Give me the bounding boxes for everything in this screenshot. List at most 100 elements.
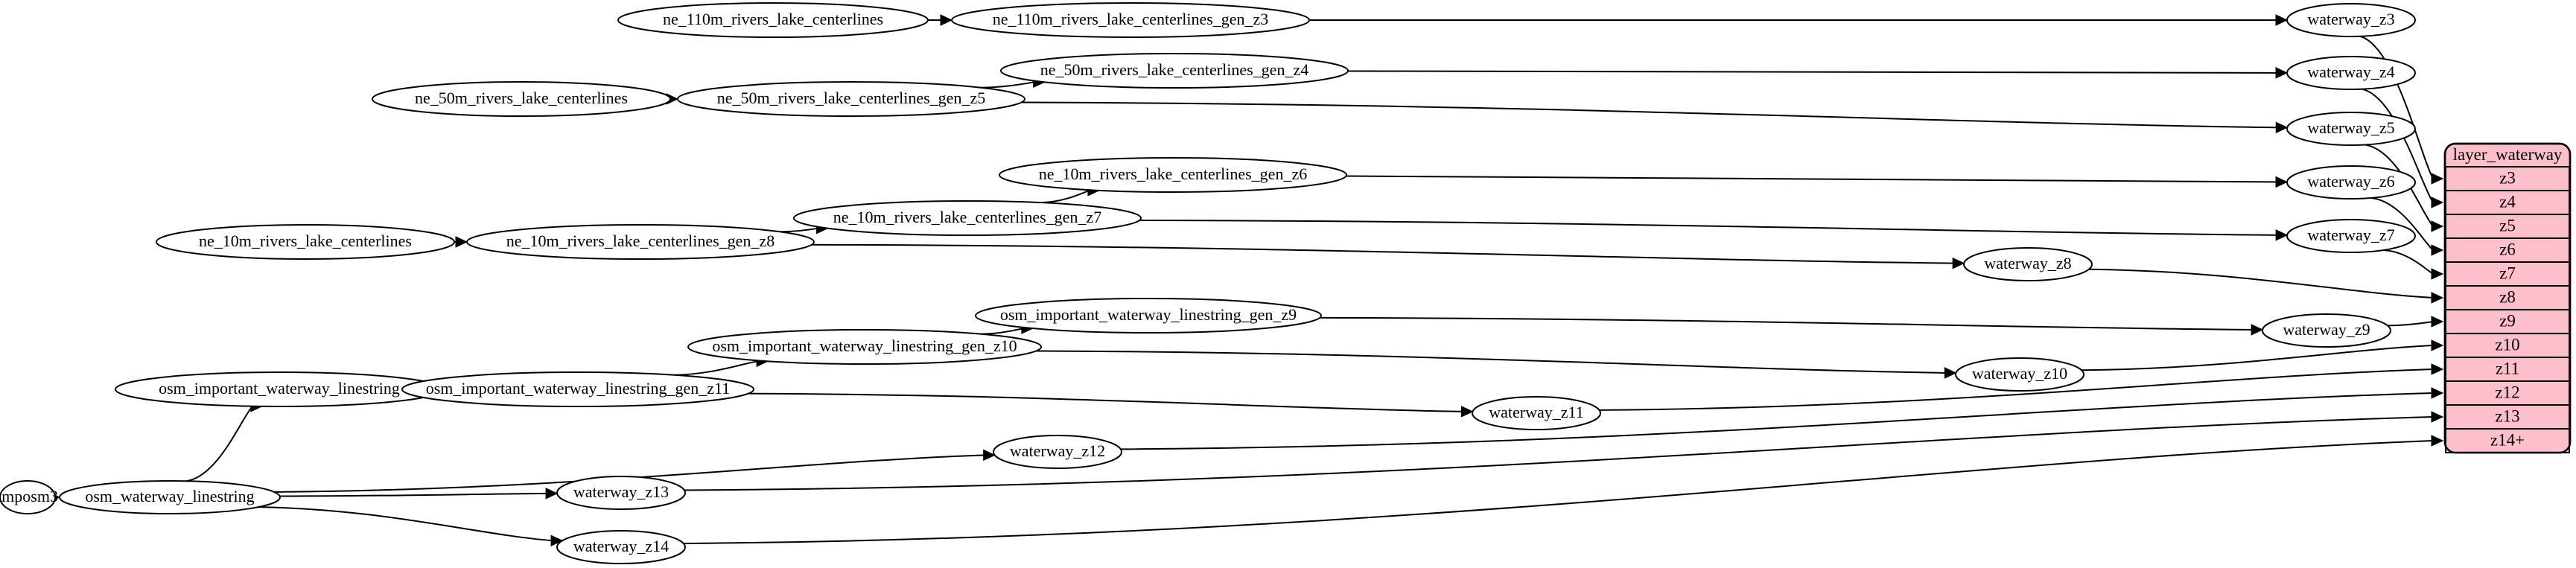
- edge-osm_waterway-to-ww_z14: [258, 506, 553, 542]
- edge-arrowhead: [1952, 257, 1965, 269]
- node-label-ww_z6: waterway_z6: [2307, 172, 2394, 191]
- layer-waterway-row-label: z13: [2495, 406, 2519, 425]
- node-ne10m_z7[interactable]: [793, 200, 1142, 236]
- edge-ne10m_z8-to-ww_z8: [811, 243, 1955, 264]
- edge-arrowhead: [2431, 268, 2444, 280]
- layer-waterway-row-z5[interactable]: [2445, 214, 2570, 239]
- edge-ne10m_z6-to-ww_z6: [1346, 175, 2278, 183]
- node-ww_z11[interactable]: [1472, 396, 1601, 430]
- edge-osm_imp_z10-to-ww_z10: [1036, 350, 1947, 374]
- node-label-ww_z11: waterway_z11: [1489, 403, 1583, 421]
- layer-waterway-row-label: z9: [2499, 311, 2516, 330]
- node-ww_z9[interactable]: [2262, 313, 2391, 348]
- edge-osm_imp_z10-to-osm_imp_z9: [981, 328, 1024, 335]
- node-label-ne50m_z4: ne_50m_rivers_lake_centerlines_gen_z4: [1040, 60, 1308, 79]
- node-label-ne110m_z3: ne_110m_rivers_lake_centerlines_gen_z3: [993, 10, 1269, 28]
- edges-layer: [48, 14, 2444, 547]
- edge-arrowhead: [2251, 324, 2264, 336]
- edge-ww_z6-to-table_z6: [2370, 197, 2434, 251]
- edge-arrowhead: [2431, 197, 2444, 208]
- edge-arrowhead: [545, 488, 559, 500]
- layer-waterway-row-label: z3: [2499, 168, 2516, 187]
- edge-ww_z14-to-table_z14: [683, 440, 2434, 545]
- layer-waterway-row-label: z12: [2495, 383, 2519, 401]
- node-ww_z3[interactable]: [2286, 3, 2416, 37]
- node-label-ww_z14: waterway_z14: [573, 537, 669, 555]
- layer-waterway-row-label: z10: [2495, 335, 2519, 354]
- edge-ne50m_z4-to-ww_z4: [1347, 70, 2278, 74]
- layer-waterway-row-label: z14+: [2490, 430, 2525, 449]
- node-osm_imp_z11[interactable]: [401, 371, 754, 407]
- edge-arrowhead: [550, 535, 564, 547]
- node-label-ww_z9: waterway_z9: [2283, 320, 2370, 339]
- edge-ww_z8-to-table_z8: [2088, 268, 2434, 299]
- node-label-osm_waterway: osm_waterway_linestring: [85, 487, 254, 505]
- edge-osm_imp_z11-to-ww_z11: [748, 392, 1463, 412]
- node-osm_imp_z9[interactable]: [975, 298, 1322, 334]
- node-ww_z14[interactable]: [556, 530, 686, 564]
- node-label-osm_imp_z10: osm_important_waterway_linestring_gen_z1…: [712, 336, 1017, 355]
- edge-arrowhead: [2431, 316, 2444, 328]
- node-label-ww_z5: waterway_z5: [2307, 118, 2394, 137]
- layer-waterway-row-z11[interactable]: [2445, 357, 2570, 382]
- node-ww_z10[interactable]: [1955, 357, 2084, 392]
- edge-arrowhead: [2275, 229, 2289, 241]
- node-ne50m[interactable]: [372, 81, 671, 117]
- layer-waterway-row-z12[interactable]: [2445, 380, 2570, 406]
- edge-ww_z4-to-table_z4: [2362, 88, 2434, 203]
- node-label-ww_z12: waterway_z12: [1010, 441, 1105, 460]
- edge-ne10m_z8-to-ne10m_z7: [780, 227, 818, 233]
- node-ww_z7[interactable]: [2286, 219, 2416, 253]
- layer-waterway-row-z13[interactable]: [2445, 404, 2570, 430]
- edge-osm_imp_z9-to-ww_z9: [1320, 316, 2254, 331]
- node-ne10m_z8[interactable]: [466, 224, 815, 260]
- node-label-ww_z7: waterway_z7: [2307, 226, 2394, 244]
- edge-ww_z9-to-table_z9: [2388, 321, 2434, 327]
- edge-arrowhead: [940, 14, 953, 26]
- layer-waterway-row-label: z4: [2499, 192, 2516, 211]
- node-ww_z8[interactable]: [1963, 247, 2093, 281]
- node-ne10m_z6[interactable]: [999, 157, 1347, 193]
- node-label-ne110m: ne_110m_rivers_lake_centerlines: [663, 10, 883, 28]
- layer-waterway-row-z14plus[interactable]: [2445, 428, 2570, 453]
- edge-arrowhead: [2431, 173, 2444, 185]
- edge-arrowhead: [2431, 220, 2444, 232]
- edge-arrowhead: [2431, 339, 2444, 351]
- edge-arrowhead: [455, 236, 468, 248]
- node-osm_waterway[interactable]: [59, 480, 281, 514]
- node-ne10m[interactable]: [156, 224, 455, 260]
- layer-waterway-row-z7[interactable]: [2445, 261, 2570, 287]
- node-ww_z5[interactable]: [2286, 112, 2416, 146]
- node-ne50m_z4[interactable]: [1000, 53, 1349, 89]
- edge-ww_z11-to-table_z11: [1599, 368, 2434, 411]
- edge-ne10m_z7-to-ne10m_z6: [1041, 189, 1090, 204]
- edge-arrowhead: [2275, 67, 2289, 79]
- node-ne50m_z5[interactable]: [677, 81, 1025, 117]
- node-label-ww_z13: waterway_z13: [573, 482, 669, 501]
- node-ww_z12[interactable]: [993, 435, 1122, 469]
- edge-ww_z12-to-table_z12: [1120, 392, 2434, 450]
- node-ne110m_z3[interactable]: [951, 2, 1310, 38]
- node-ww_z6[interactable]: [2286, 165, 2416, 200]
- layer-waterway-row-z3[interactable]: [2445, 166, 2570, 191]
- edge-osm_imp_z11-to-osm_imp_z10: [674, 360, 759, 376]
- node-ww_z4[interactable]: [2286, 56, 2416, 90]
- layer-waterway-table-border: [2443, 142, 2572, 454]
- node-ne110m[interactable]: [617, 2, 929, 38]
- edge-arrowhead: [2431, 363, 2444, 375]
- node-label-ww_z4: waterway_z4: [2307, 63, 2394, 81]
- edge-arrowhead: [2275, 121, 2289, 134]
- node-label-ne50m_z5: ne_50m_rivers_lake_centerlines_gen_z5: [717, 89, 985, 107]
- node-ww_z13[interactable]: [556, 476, 686, 510]
- edge-arrowhead: [983, 449, 996, 462]
- node-label-osm_imp_z11: osm_important_waterway_linestring_gen_z1…: [426, 379, 731, 398]
- edge-ww_z3-to-table_z3: [2359, 35, 2434, 179]
- layer-waterway-table-header: layer_waterway: [2453, 145, 2563, 164]
- layer-waterway-table: layer_waterwayz3z4z5z6z7z8z9z10z11z12z13…: [2443, 142, 2572, 454]
- node-osm_imp_z10[interactable]: [687, 329, 1042, 365]
- layer-waterway-row-label: z11: [2496, 359, 2519, 377]
- node-imposm3[interactable]: [0, 480, 56, 514]
- edge-arrowhead: [2275, 14, 2289, 26]
